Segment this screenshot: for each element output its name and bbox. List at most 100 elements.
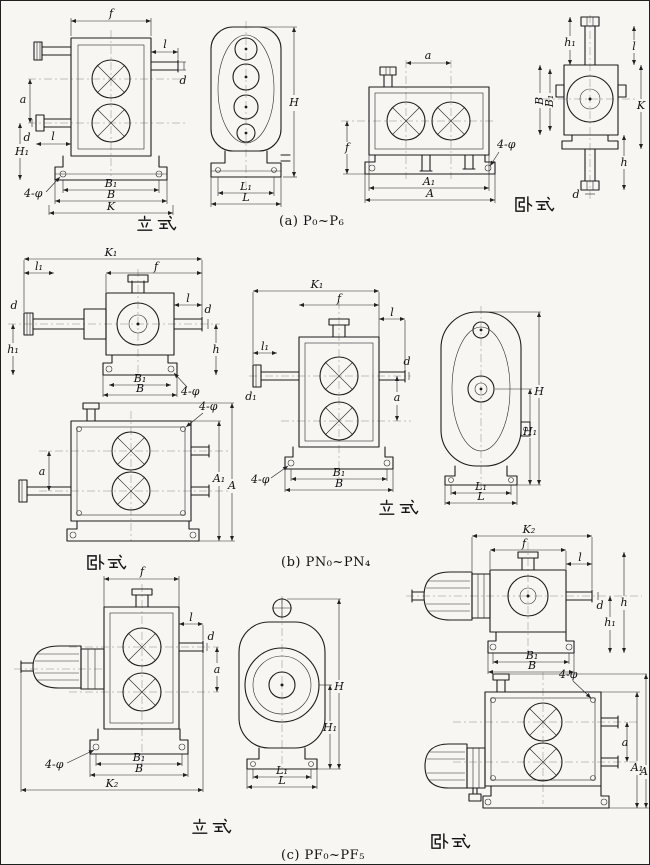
drawing-pf-series-front: H H₁ L₁ L bbox=[238, 596, 344, 790]
gear-set bbox=[122, 627, 162, 712]
centerlines bbox=[453, 672, 638, 804]
dim-label-K2: K₂ bbox=[522, 523, 536, 536]
housing bbox=[70, 420, 192, 522]
dim-label-B1: B₁ bbox=[332, 466, 346, 479]
housing bbox=[298, 336, 380, 448]
base bbox=[66, 520, 200, 542]
dim-label-H: H bbox=[533, 385, 544, 398]
dim-label-f: f bbox=[336, 292, 343, 305]
drawing-pf-series-input-view: K₂ f l d h₁ h B₁ B bbox=[406, 523, 642, 675]
dim-label-f: f bbox=[108, 7, 115, 20]
dim-label-L: L bbox=[476, 490, 484, 503]
gear-set bbox=[232, 37, 260, 143]
dim-label-bolt-holes: 4-φ bbox=[250, 473, 270, 486]
caption-section-b: (b) PN₀~PN₄ bbox=[281, 555, 371, 570]
shafts bbox=[18, 402, 210, 503]
housing bbox=[70, 37, 152, 157]
dim-label-d: d bbox=[403, 355, 410, 368]
dim-label-h: h bbox=[620, 156, 627, 169]
dim-label-A1: A₁ bbox=[212, 472, 225, 485]
dim-label-l: l bbox=[163, 38, 167, 51]
dim-label-d: d bbox=[596, 599, 603, 612]
shafts bbox=[492, 673, 619, 769]
dim-label-h1: h₁ bbox=[564, 36, 576, 49]
caption-section-c: (c) PF₀~PF₅ bbox=[281, 848, 365, 863]
dim-label-B1: B₁ bbox=[104, 177, 118, 190]
dim-label-d: d bbox=[179, 74, 186, 87]
dim-label-d: d bbox=[23, 131, 30, 144]
dim-label-H1: H₁ bbox=[14, 145, 29, 158]
dim-label-a: a bbox=[39, 465, 46, 478]
motor bbox=[411, 571, 491, 621]
dimensions: h₁ l K B₁ B d h bbox=[533, 17, 646, 201]
dim-label-H1: H₁ bbox=[522, 425, 537, 438]
drawing-pn-series-horizontal: a 4-φ A₁ A bbox=[18, 400, 236, 542]
dim-label-h: h bbox=[212, 343, 219, 356]
base bbox=[482, 785, 610, 809]
dim-label-d: d bbox=[10, 299, 17, 312]
label-vertical-type bbox=[379, 499, 419, 515]
drawing-p-series-horizontal: a f 4-φ A₁ A bbox=[341, 49, 516, 203]
dim-label-A1: A₁ bbox=[422, 175, 435, 188]
housing bbox=[210, 26, 282, 152]
dimensions: H L₁ L bbox=[210, 26, 299, 207]
dimensions: a 4-φ A₁ A bbox=[39, 400, 236, 542]
dim-label-H: H bbox=[333, 680, 344, 693]
dim-label-B: B bbox=[106, 188, 115, 201]
gear-set bbox=[111, 431, 151, 511]
dim-label-a: a bbox=[20, 93, 27, 106]
dim-label-d: d bbox=[204, 303, 211, 316]
base bbox=[364, 154, 496, 175]
dim-label-f: f bbox=[521, 537, 528, 550]
centerlines bbox=[14, 584, 219, 764]
dim-label-L: L bbox=[277, 774, 285, 787]
base bbox=[54, 155, 168, 181]
dim-label-l1: l₁ bbox=[35, 260, 43, 273]
dim-label-A: A bbox=[227, 479, 236, 492]
dim-label-L1: L₁ bbox=[474, 480, 487, 493]
dim-label-K1: K₁ bbox=[104, 246, 118, 259]
dim-label-B: B bbox=[527, 659, 536, 672]
dim-label-bolt-holes: 4-φ bbox=[23, 187, 43, 200]
drawing-p-series-side: h₁ l K B₁ B d h bbox=[533, 15, 646, 201]
drawing-p-series-front: H L₁ L bbox=[210, 21, 299, 207]
base bbox=[284, 446, 394, 470]
dim-label-h1: h₁ bbox=[7, 343, 19, 356]
dim-label-l: l bbox=[390, 306, 394, 319]
dimensions: H H₁ L₁ L bbox=[246, 598, 344, 790]
label-vertical-type bbox=[192, 818, 232, 834]
drawing-pf-series-horizontal: 4-φ a A₁ A bbox=[424, 668, 649, 809]
motor bbox=[20, 645, 105, 690]
dim-label-K: K bbox=[106, 200, 116, 213]
dim-label-l: l bbox=[632, 40, 636, 53]
dim-label-d1: d₁ bbox=[245, 390, 256, 403]
dimensions: H H₁ L₁ L bbox=[444, 311, 544, 506]
dim-label-a: a bbox=[394, 391, 401, 404]
dim-label-bolt-holes: 4-φ bbox=[496, 138, 516, 151]
dim-label-L: L bbox=[241, 191, 249, 204]
dim-label-B: B bbox=[134, 762, 143, 775]
dim-label-a: a bbox=[622, 736, 629, 749]
centerlines bbox=[249, 301, 411, 479]
gear-set bbox=[523, 702, 563, 782]
dimensions: f l d a 4-φ B₁ B K₂ bbox=[20, 565, 220, 793]
shafts bbox=[379, 66, 476, 172]
centerlines bbox=[28, 30, 186, 176]
dim-label-B1: B₁ bbox=[133, 372, 147, 385]
dim-label-A: A bbox=[639, 765, 648, 778]
base bbox=[210, 150, 291, 178]
label-horizontal-type bbox=[431, 833, 471, 849]
shafts bbox=[23, 274, 203, 336]
centerlines bbox=[341, 60, 495, 179]
dim-label-f: f bbox=[344, 141, 351, 154]
gear-set bbox=[386, 101, 471, 141]
shafts bbox=[252, 318, 406, 388]
drawing-pn-series-front: H H₁ L₁ L bbox=[440, 306, 544, 506]
dimensions: K₁ l₁ f l d h d h₁ B₁ B 4-φ bbox=[7, 246, 219, 398]
dim-label-K2: K₂ bbox=[105, 777, 119, 790]
label-horizontal-type bbox=[87, 554, 127, 570]
dimensions: f l d a d H₁ l 4-φ B₁ B K bbox=[14, 7, 187, 216]
drawing-pn-series-vertical: K₁ f l d a l₁ d₁ 4-φ B₁ B bbox=[245, 278, 411, 493]
motor bbox=[424, 743, 486, 802]
